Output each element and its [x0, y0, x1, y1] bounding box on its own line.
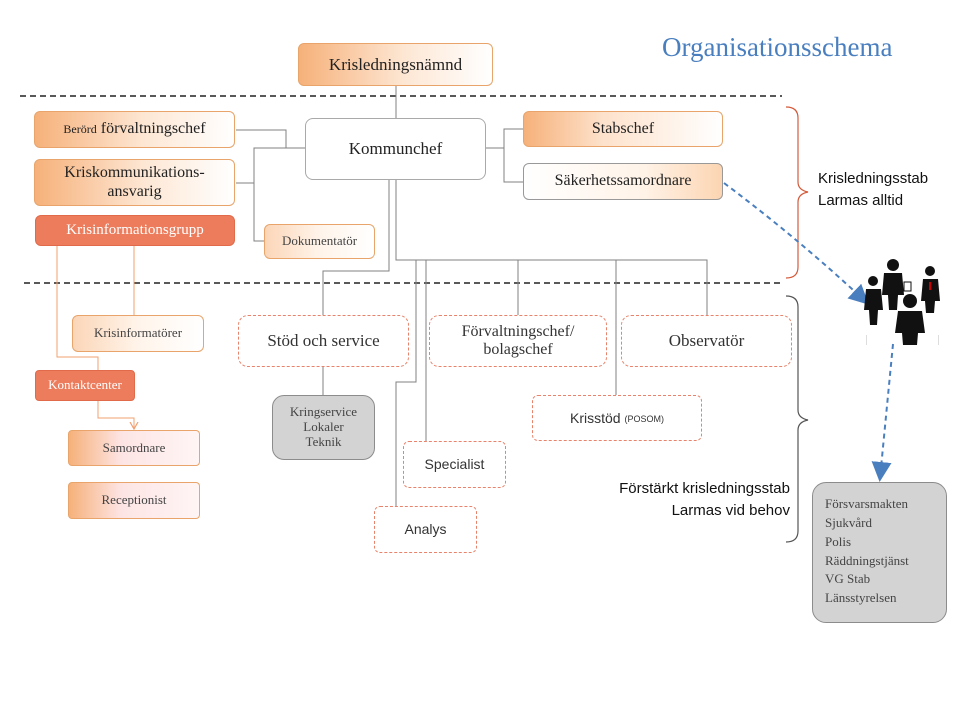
- node-label: Krisstöd: [570, 409, 621, 426]
- node-label: Säkerhetssamordnare: [554, 172, 692, 190]
- node-label: Krisinformatörer: [93, 325, 183, 341]
- note-line: Förstärkt krisledningsstab: [619, 480, 790, 497]
- node-label-small: (POSOM): [624, 414, 664, 425]
- group-of-people-icon: [864, 259, 940, 345]
- node-external-organisations[interactable]: Försvarsmakten Sjukvård Polis Räddningst…: [812, 482, 947, 623]
- node-samordnare[interactable]: Samordnare: [68, 430, 200, 466]
- node-label: Receptionist: [101, 492, 167, 508]
- node-label: Samordnare: [102, 439, 166, 455]
- node-forvaltningschef-bolagschef[interactable]: Förvaltningschef/ bolagschef: [429, 315, 607, 367]
- node-stod-och-service[interactable]: Stöd och service: [238, 315, 409, 367]
- node-line: Lokaler: [303, 419, 344, 435]
- node-label-small: Berörd: [63, 121, 97, 136]
- node-label: Krisinformationsgrupp: [66, 221, 204, 238]
- group-to-external-arrow: [871, 343, 894, 482]
- external-item: Länsstyrelsen: [825, 590, 897, 606]
- node-berord-forvaltningschef[interactable]: Berörd förvaltningschef: [34, 111, 235, 148]
- external-item: Sjukvård: [825, 514, 872, 530]
- node-label: Kriskommunikations-ansvarig: [64, 164, 205, 200]
- note-line: Krisledningsstab: [818, 170, 929, 187]
- node-kontaktcenter[interactable]: Kontaktcenter: [35, 370, 135, 401]
- node-sakerhetssamordnare[interactable]: Säkerhetssamordnare: [523, 163, 723, 200]
- node-specialist[interactable]: Specialist: [403, 441, 506, 488]
- node-label: Analys: [404, 521, 447, 538]
- note-line: Larmas vid behov: [671, 501, 790, 519]
- node-kommunchef[interactable]: Kommunchef: [305, 118, 486, 180]
- external-item: VG Stab: [825, 571, 871, 587]
- page-title: Organisationsschema: [662, 32, 893, 62]
- node-label: Specialist: [424, 456, 485, 473]
- node-krisinformationsgrupp[interactable]: Krisinformationsgrupp: [35, 215, 235, 246]
- node-krisstod[interactable]: Krisstöd (POSOM): [532, 395, 702, 441]
- node-label: Kommunchef: [348, 139, 443, 159]
- node-label: Dokumentatör: [281, 233, 358, 249]
- lower-brace: [785, 295, 809, 543]
- note-line: Larmas alltid: [818, 191, 904, 209]
- external-item: Räddningstjänst: [825, 552, 909, 568]
- node-line: Teknik: [305, 433, 342, 449]
- node-kriskommunikationsansvarig[interactable]: Kriskommunikations-ansvarig: [34, 159, 235, 206]
- stab-to-group-arrow: [723, 182, 869, 305]
- node-line: Kringservice: [289, 404, 358, 420]
- node-label: Kontaktcenter: [48, 377, 122, 393]
- node-label: Krisledningsnämnd: [328, 54, 463, 74]
- note-krisledningsstab: Krisledningsstab Larmas alltid: [818, 168, 928, 212]
- node-analys[interactable]: Analys: [374, 506, 477, 553]
- note-forstarkt: Förstärkt krisledningsstab Larmas vid be…: [560, 478, 790, 522]
- node-observator[interactable]: Observatör: [621, 315, 792, 367]
- node-krisledningsnamnd[interactable]: Krisledningsnämnd: [298, 43, 493, 86]
- node-stabschef[interactable]: Stabschef: [523, 111, 723, 147]
- node-label: Stabschef: [591, 119, 655, 137]
- upper-brace: [785, 106, 809, 279]
- node-kringservice[interactable]: Kringservice Lokaler Teknik: [272, 395, 375, 460]
- node-label: förvaltningschef: [100, 120, 206, 138]
- external-item: Försvarsmakten: [825, 496, 909, 511]
- external-item: Polis: [825, 533, 852, 549]
- node-label: Observatör: [668, 331, 745, 351]
- node-label: Förvaltningschef/ bolagschef: [461, 322, 575, 358]
- node-dokumentator[interactable]: Dokumentatör: [264, 224, 375, 259]
- node-receptionist[interactable]: Receptionist: [68, 482, 200, 519]
- node-label: Stöd och service: [267, 331, 380, 351]
- node-krisinformatorer[interactable]: Krisinformatörer: [72, 315, 204, 352]
